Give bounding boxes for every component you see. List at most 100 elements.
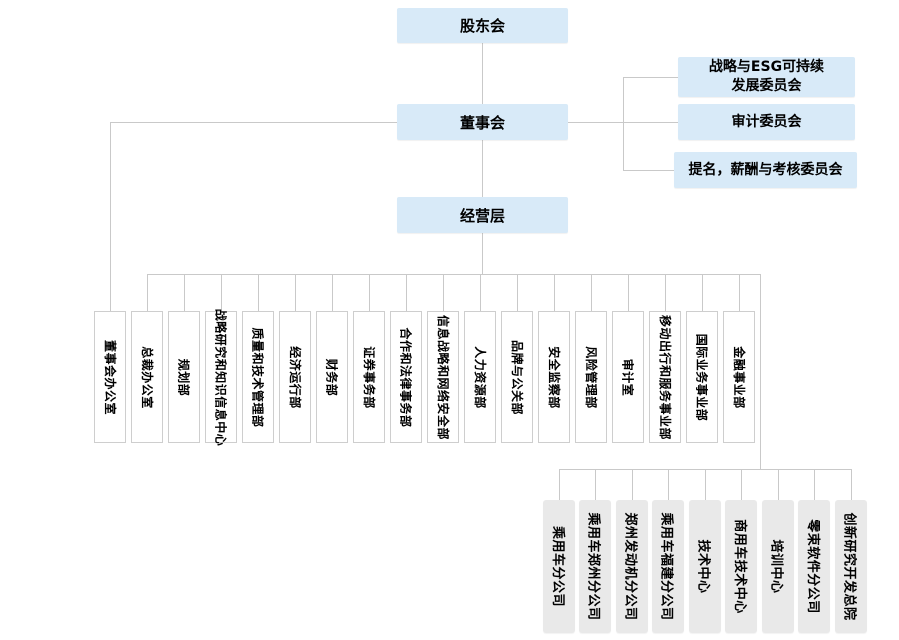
sub-label: 乘用车分公司 — [549, 525, 565, 608]
committee-label: 战略与ESG可持续 发展委员会 — [708, 59, 825, 94]
connector-drop — [778, 469, 779, 500]
node-shareholders: 股东会 — [397, 8, 568, 43]
node-dept-president-office: 总裁办公室 — [131, 311, 163, 443]
node-dept-financial-business: 金融事业部 — [723, 311, 755, 443]
node-dept-hr: 人力资源部 — [464, 311, 496, 443]
connector-drop — [668, 469, 669, 500]
dept-label: 总裁办公室 — [139, 345, 154, 409]
node-dept-board-office: 董事会办公室 — [94, 311, 126, 443]
node-management-label: 经营层 — [459, 206, 505, 225]
sub-label: 零束软件分公司 — [804, 519, 820, 614]
connector-drop — [406, 274, 407, 311]
node-sub-innovation-institute: 创新研究开发总院 — [835, 500, 867, 633]
sub-label: 培训中心 — [768, 539, 784, 594]
node-dept-economic-operation: 经济运行部 — [279, 311, 311, 443]
node-dept-strategy-research: 战略研究和知识信息中心 — [205, 308, 237, 446]
connector-drop — [705, 469, 706, 500]
dept-label: 战略研究和知识信息中心 — [213, 308, 228, 446]
sub-label: 商用车技术中心 — [731, 519, 747, 614]
dept-label: 质量和技术管理部 — [250, 326, 265, 428]
dept-label: 风险管理部 — [583, 345, 598, 409]
connector-drop — [184, 274, 185, 311]
node-committee-strategy-esg: 战略与ESG可持续 发展委员会 — [678, 57, 855, 97]
committee-label: 审计委员会 — [731, 113, 802, 130]
connector-departments-bus — [147, 274, 760, 275]
dept-label: 信息战略和网络安全部 — [435, 314, 450, 440]
connector-committee-1 — [623, 77, 678, 78]
node-dept-international-business: 国际业务事业部 — [686, 311, 718, 443]
node-committee-audit: 审计委员会 — [678, 104, 855, 140]
connector-drop — [332, 274, 333, 311]
connector-drop — [739, 274, 740, 311]
dept-label: 人力资源部 — [472, 345, 487, 409]
connector-drop — [702, 274, 703, 311]
node-dept-finance: 财务部 — [316, 311, 348, 443]
dept-label: 金融事业部 — [731, 345, 746, 409]
node-dept-quality-tech: 质量和技术管理部 — [242, 311, 274, 443]
sub-label: 技术中心 — [695, 539, 711, 594]
connector-management-down — [482, 233, 483, 274]
node-sub-zhengzhou-engine: 郑州发动机分公司 — [616, 500, 648, 633]
connector-drop — [559, 469, 560, 500]
connector-drop — [147, 274, 148, 311]
node-dept-audit-office: 审计室 — [612, 311, 644, 443]
connector-drop — [221, 274, 222, 311]
node-sub-training-center: 培训中心 — [762, 500, 794, 633]
node-sub-lingshu-software: 零束软件分公司 — [798, 500, 830, 633]
node-management: 经营层 — [397, 197, 568, 233]
node-dept-cooperation-legal: 合作和法律事务部 — [390, 311, 422, 443]
node-dept-mobility-services: 移动出行和服务事业部 — [649, 311, 681, 443]
connector-drop — [851, 469, 852, 500]
connector-committee-3 — [623, 170, 678, 171]
node-dept-securities: 证券事务部 — [353, 311, 385, 443]
dept-label: 证券事务部 — [361, 345, 376, 409]
connector-drop — [295, 274, 296, 311]
connector-board-left — [110, 122, 397, 123]
connector-drop — [480, 274, 481, 311]
node-dept-brand-pr: 品牌与公关部 — [501, 311, 533, 443]
node-dept-planning: 规划部 — [168, 311, 200, 443]
node-sub-passenger-vehicle: 乘用车分公司 — [543, 500, 575, 633]
connector-drop — [369, 274, 370, 311]
sub-label: 乘用车郑州分公司 — [585, 512, 601, 621]
node-sub-passenger-fujian: 乘用车福建分公司 — [652, 500, 684, 633]
node-sub-technology-center: 技术中心 — [689, 500, 721, 633]
dept-label: 合作和法律事务部 — [398, 326, 413, 428]
connector-drop — [591, 274, 592, 311]
connector-drop — [595, 469, 596, 500]
connector-drop — [554, 274, 555, 311]
node-sub-commercial-tech-center: 商用车技术中心 — [725, 500, 757, 633]
dept-label: 移动出行和服务事业部 — [657, 314, 672, 440]
sub-label: 创新研究开发总院 — [841, 512, 857, 621]
node-shareholders-label: 股东会 — [459, 17, 505, 35]
connector-drop — [517, 274, 518, 311]
connector-drop — [741, 469, 742, 500]
node-dept-risk-management: 风险管理部 — [575, 311, 607, 443]
node-board: 董事会 — [397, 104, 568, 140]
node-board-label: 董事会 — [459, 113, 505, 132]
dept-label: 董事会办公室 — [102, 339, 117, 415]
connector-drop — [628, 274, 629, 311]
dept-label: 安全监察部 — [546, 345, 561, 409]
connector-drop — [443, 274, 444, 311]
dept-label: 财务部 — [324, 358, 339, 396]
sub-label: 乘用车福建分公司 — [658, 512, 674, 621]
node-sub-passenger-zhengzhou: 乘用车郑州分公司 — [579, 500, 611, 633]
dept-label: 经济运行部 — [287, 345, 302, 409]
connector-board-management — [482, 140, 483, 197]
committee-label: 提名，薪酬与考核委员会 — [688, 161, 843, 178]
connector-subsidiaries-feed — [760, 274, 761, 469]
dept-label: 规划部 — [176, 358, 191, 396]
connector-committee-trunk — [623, 77, 624, 170]
connector-board-office — [110, 122, 111, 311]
dept-label: 品牌与公关部 — [509, 339, 524, 415]
dept-label: 审计室 — [620, 358, 635, 396]
connector-shareholders-board — [482, 43, 483, 104]
connector-drop — [814, 469, 815, 500]
connector-drop — [665, 274, 666, 311]
node-dept-safety-supervision: 安全监察部 — [538, 311, 570, 443]
node-dept-info-cybersecurity: 信息战略和网络安全部 — [427, 311, 459, 443]
node-committee-nomination: 提名，薪酬与考核委员会 — [674, 152, 857, 188]
dept-label: 国际业务事业部 — [694, 333, 709, 421]
